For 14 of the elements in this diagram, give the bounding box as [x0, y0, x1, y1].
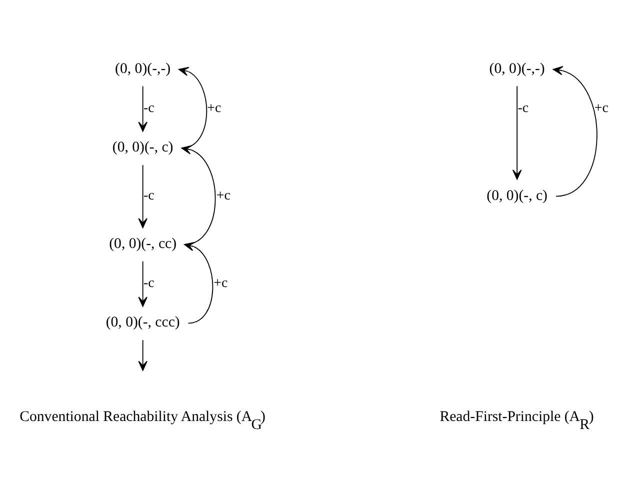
node-text: (0, 0)(-,-) [489, 60, 545, 76]
edge-label: +c [216, 188, 230, 204]
node-text: (0, 0)(-, c) [486, 187, 548, 204]
node-text: (0, 0)(-, cc) [109, 235, 177, 252]
edge-label: -c [143, 100, 154, 116]
edge-label: +c [594, 100, 608, 116]
node-text: (0, 0)(-,-) [115, 60, 171, 76]
node-text: (0, 0)(-, ccc) [106, 314, 180, 330]
edge-label: -c [143, 188, 154, 204]
edge-label: +c [207, 100, 222, 116]
edge-label: -c [143, 276, 154, 291]
node-text: (0, 0)(-, c) [112, 139, 174, 156]
edge-label: -c [518, 100, 528, 116]
edge-label: +c [214, 276, 228, 291]
